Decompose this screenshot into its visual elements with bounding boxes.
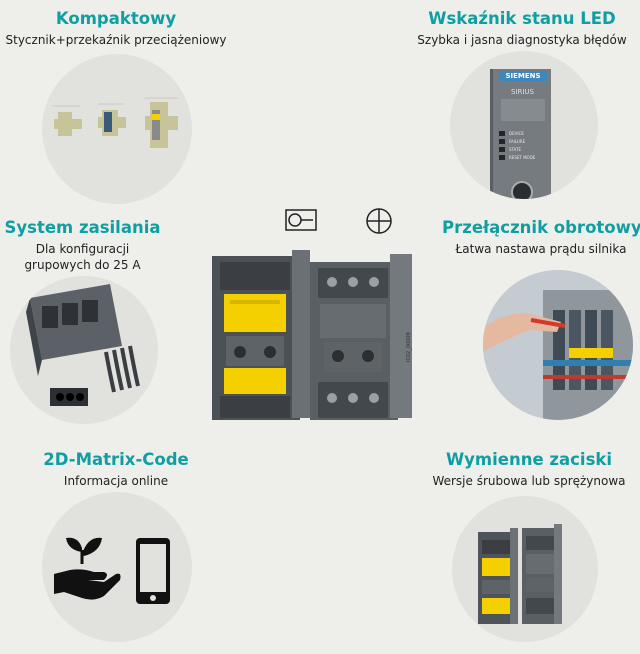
led-indicator: [499, 138, 505, 144]
device-front-panel: SIEMENS SIRIUS DEVICE FAILURE STATE RESE…: [490, 69, 551, 199]
series-label: SIRIUS: [511, 88, 535, 96]
led-row: STATE: [499, 145, 535, 153]
screw-terminal-icon: [364, 206, 394, 236]
center-devices-image: IC02_00009: [210, 242, 430, 424]
feature-subtitle: Łatwa nastawa prądu silnika: [455, 242, 627, 256]
plant-hand-icon: [54, 537, 121, 600]
dimension-drawings: [52, 97, 178, 148]
two-devices-terminals: [478, 524, 562, 624]
smartphone-icon: [136, 538, 170, 604]
hand-adjusting-device: [483, 270, 633, 420]
led-indicator: [499, 146, 505, 152]
led-device-image: SIEMENS SIRIUS DEVICE FAILURE STATE RESE…: [450, 51, 598, 199]
feature-title: 2D-Matrix-Code: [43, 450, 189, 469]
rotary-switch-photo: [483, 270, 633, 420]
feature-terminals: Wymienne zaciski Wersje śrubowa lub sprę…: [418, 450, 640, 489]
spring-terminal-icon: [285, 208, 317, 232]
led-row: DEVICE: [499, 129, 535, 137]
motor-starter-devices: [212, 250, 412, 420]
led-label: STATE: [509, 146, 522, 152]
subtitle-line: grupowych do 25 A: [24, 258, 141, 272]
led-row: FAILURE: [499, 137, 535, 145]
feature-power: System zasilania Dla konfiguracji grupow…: [0, 218, 165, 273]
feature-led: Wskaźnik stanu LED Szybka i jasna diagno…: [404, 9, 640, 48]
feature-matrix: 2D-Matrix-Code Informacja online: [0, 450, 232, 489]
feature-title: Wymienne zaciski: [445, 450, 613, 469]
feature-rotary: Przełącznik obrotowy Łatwa nastawa prądu…: [442, 218, 640, 257]
image-code-label: IC02_00009: [406, 332, 412, 362]
terminals-image: [452, 496, 598, 642]
feature-compact: Kompaktowy Stycznik+przekaźnik przeciąże…: [0, 9, 232, 48]
led-indicator: [499, 130, 505, 136]
feature-subtitle: Szybka i jasna diagnostyka błędów: [417, 33, 627, 47]
busbar-connector: [26, 284, 140, 406]
feature-subtitle: Stycznik+przekaźnik przeciążeniowy: [5, 33, 227, 47]
feature-title: Przełącznik obrotowy: [442, 218, 640, 237]
feature-subtitle: Wersje śrubowa lub sprężynowa: [432, 474, 626, 488]
led-row: RESET MODE: [499, 153, 535, 161]
feature-subtitle: Informacja online: [63, 474, 169, 488]
subtitle-line: Dla konfiguracji: [35, 242, 130, 256]
feature-title: Kompaktowy: [55, 9, 177, 28]
matrix-code-image: [42, 492, 192, 642]
vent-area: [501, 99, 545, 121]
led-label: FAILURE: [509, 138, 526, 144]
feature-subtitle: Dla konfiguracji grupowych do 25 A: [0, 241, 165, 273]
compact-dimension-image: [42, 54, 192, 204]
plant-hand-and-phone: [54, 537, 170, 604]
brand-logo: SIEMENS: [499, 71, 547, 81]
rotary-dial-icon: [511, 181, 533, 199]
power-system-image: [10, 276, 158, 424]
led-indicator: [499, 154, 505, 160]
feature-title: System zasilania: [4, 218, 161, 237]
led-label: DEVICE: [509, 130, 524, 136]
led-label: RESET MODE: [509, 154, 536, 160]
led-list: DEVICE FAILURE STATE RESET MODE: [499, 129, 535, 161]
feature-title: Wskaźnik stanu LED: [428, 9, 616, 28]
